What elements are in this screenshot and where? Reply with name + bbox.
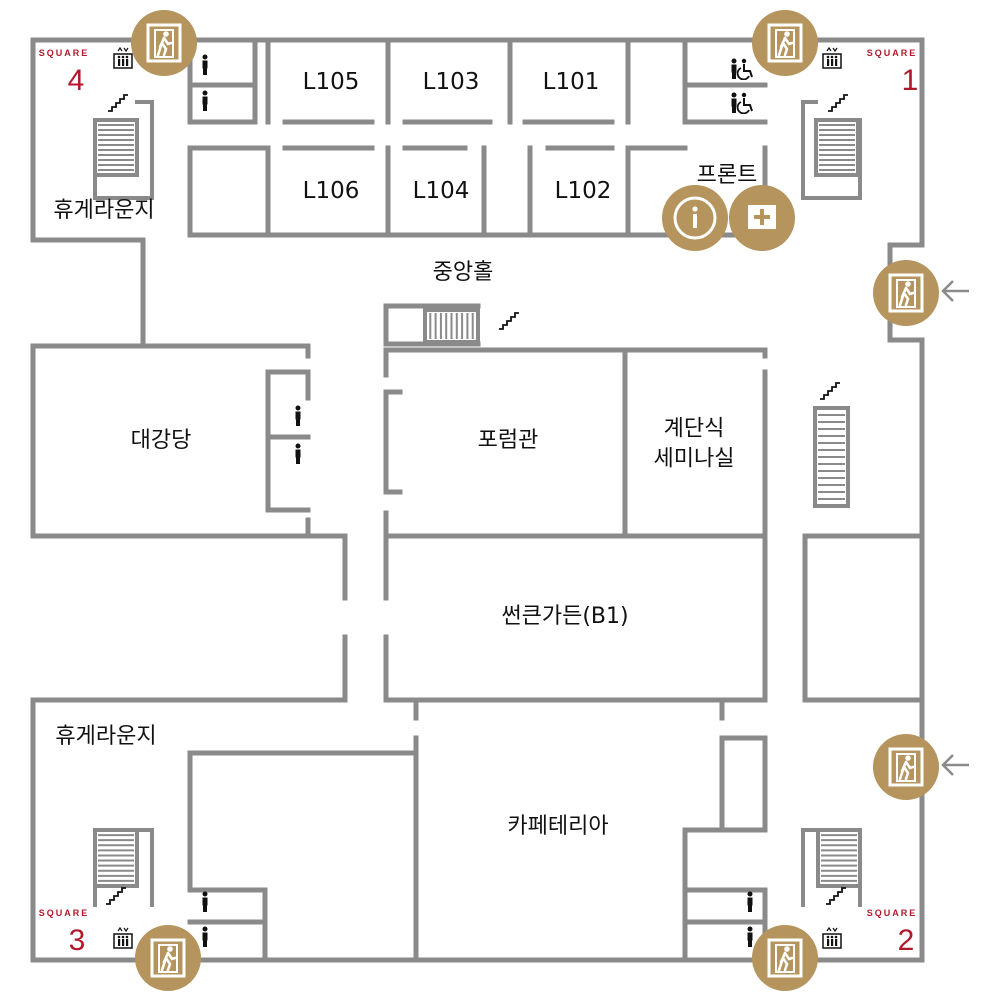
room-l105-label[interactable]: L105 <box>302 69 360 96</box>
restroom-person-icon <box>200 891 210 917</box>
staircase <box>93 828 139 888</box>
emergency-exit-icon[interactable] <box>752 10 818 76</box>
square-4-word: SQUARE <box>38 48 90 58</box>
room-l103-label[interactable]: L103 <box>422 69 480 96</box>
stairs-icon <box>824 886 848 910</box>
emergency-exit-icon[interactable] <box>131 10 197 76</box>
restroom-person-icon <box>745 926 755 952</box>
emergency-exit-icon[interactable] <box>752 925 818 991</box>
restroom-person-icon <box>729 92 739 118</box>
restroom-person-icon <box>200 90 210 116</box>
emergency-exit-icon[interactable] <box>873 734 939 800</box>
square-1-word: SQUARE <box>866 48 918 58</box>
lounge-bottom-label[interactable]: 휴게라운지 <box>55 723 157 749</box>
wheelchair-icon <box>735 92 757 118</box>
emergency-exit-icon[interactable] <box>135 925 201 991</box>
tiered-seminar-room-label[interactable]: 계단식 세미나실 <box>654 414 735 473</box>
elevator-icon <box>821 46 843 74</box>
emergency-exit-icon[interactable] <box>873 260 939 326</box>
stairs-icon <box>818 381 842 405</box>
stairs-icon <box>826 93 850 117</box>
lounge-top-label[interactable]: 휴게라운지 <box>53 197 155 223</box>
room-l104-label[interactable]: L104 <box>412 178 470 205</box>
square-3-number: 3 <box>68 924 86 957</box>
staircase <box>814 118 860 177</box>
staircase <box>816 828 862 888</box>
restroom-person-icon <box>293 443 303 469</box>
stairs-icon <box>106 93 130 117</box>
stairs-icon <box>497 311 521 335</box>
entrance-arrow-icon <box>939 279 973 307</box>
cafeteria-label[interactable]: 카페테리아 <box>507 813 609 839</box>
forum-hall-label[interactable]: 포럼관 <box>477 427 539 453</box>
elevator-icon <box>821 926 843 954</box>
front-desk-label[interactable]: 프론트 <box>696 162 758 188</box>
staircase <box>813 406 850 508</box>
square-2-number: 2 <box>897 924 915 957</box>
seminar-line-2: 세미나실 <box>653 446 735 471</box>
square-3-word: SQUARE <box>38 908 90 918</box>
first-aid-icon[interactable] <box>729 185 795 251</box>
stairs-icon <box>104 886 128 910</box>
restroom-person-icon <box>729 58 739 84</box>
restroom-person-icon <box>293 405 303 431</box>
square-1-number: 1 <box>901 64 919 97</box>
wheelchair-icon <box>735 58 757 84</box>
central-hall-label[interactable]: 중앙홀 <box>432 259 494 285</box>
auditorium-label[interactable]: 대강당 <box>130 427 192 453</box>
entrance-arrow-icon <box>939 753 973 781</box>
room-l106-label[interactable]: L106 <box>302 178 360 205</box>
staircase <box>423 308 480 344</box>
seminar-line-1: 계단식 <box>663 416 725 442</box>
elevator-icon <box>112 46 134 74</box>
restroom-person-icon <box>745 891 755 917</box>
information-icon[interactable] <box>662 185 728 251</box>
sunken-garden-label[interactable]: 썬큰가든(B1) <box>501 603 629 629</box>
restroom-person-icon <box>200 54 210 80</box>
restroom-person-icon <box>200 926 210 952</box>
square-4-number: 4 <box>67 64 85 97</box>
staircase <box>93 118 139 177</box>
room-l102-label[interactable]: L102 <box>554 178 612 205</box>
elevator-icon <box>112 926 134 954</box>
square-2-word: SQUARE <box>866 908 918 918</box>
room-l101-label[interactable]: L101 <box>542 69 600 96</box>
